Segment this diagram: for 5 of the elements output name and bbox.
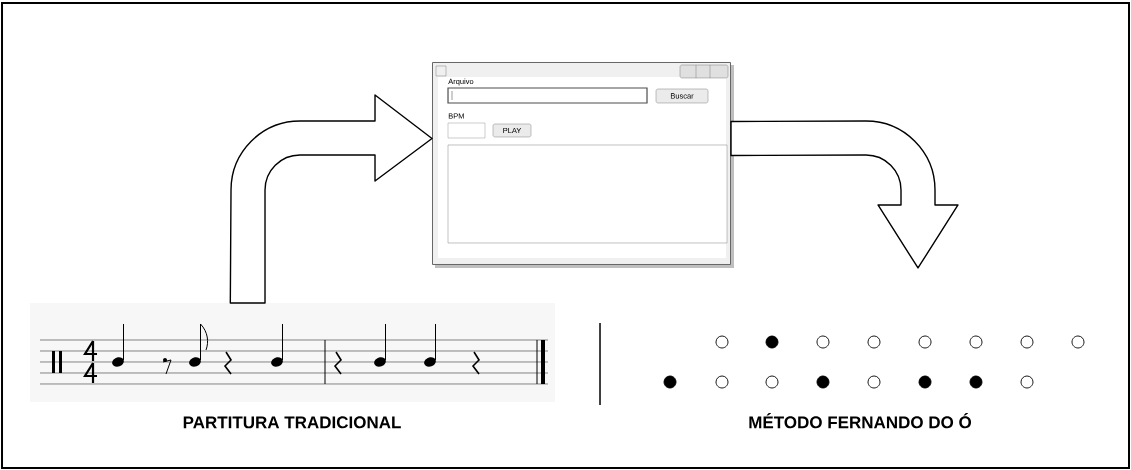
block-arrow	[730, 120, 959, 269]
block-arrow	[229, 94, 433, 304]
app-window	[432, 62, 734, 268]
method-caption: MÉTODO FERNANDO DO Ó	[749, 413, 972, 429]
score-caption: PARTITURA TRADICIONAL	[183, 416, 401, 429]
